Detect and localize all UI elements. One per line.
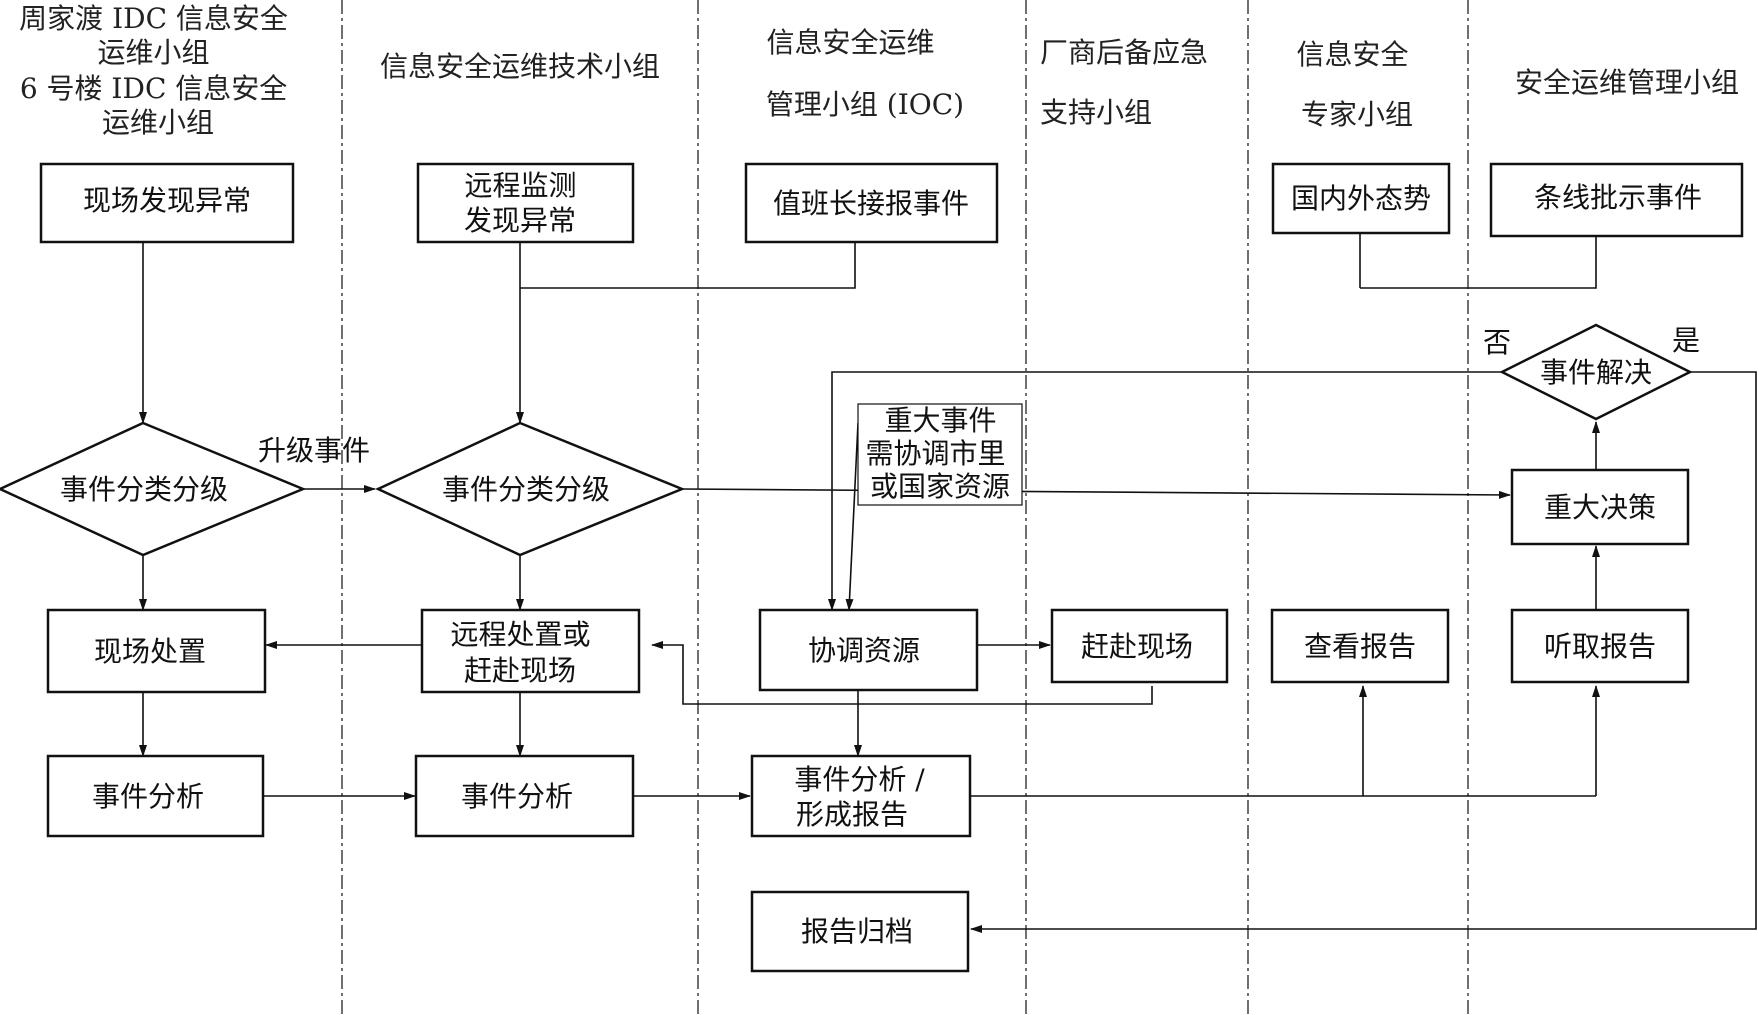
node-view-report-label: 查看报告	[1304, 630, 1416, 663]
node-onsite-detect: 现场发现异常	[39, 162, 295, 244]
arrow-note-to-coordinate	[845, 422, 859, 611]
node-remote-dispose-label: 远程处置或 赶赴现场	[451, 618, 600, 687]
node-situation: 国内外态势	[1271, 162, 1451, 235]
node-resolved: 事件解决	[1499, 323, 1693, 421]
arrow-not-resolved-to-coordinate	[828, 371, 1502, 611]
node-analysis-1: 事件分析	[46, 754, 265, 838]
node-remote-detect-label: 远程监测 发现异常	[464, 169, 585, 237]
node-coordinate-label: 协调资源	[808, 634, 920, 667]
node-hear-report-label: 听取报告	[1544, 630, 1656, 663]
node-situation-label: 国内外态势	[1291, 182, 1431, 215]
arrow-classify-to-major-decision	[681, 488, 1511, 499]
node-major-decision: 重大决策	[1510, 468, 1690, 546]
node-archive: 报告归档	[750, 890, 970, 973]
note-major-incident-text: 重大事件 需协调市里 或国家资源	[866, 404, 1015, 503]
lane-title-zhoujiadu: 周家渡 IDC 信息安全 运维小组 6 号楼 IDC 信息安全 运维小组	[19, 2, 297, 139]
node-view-report: 查看报告	[1270, 608, 1450, 684]
node-resolved-label: 事件解决	[1540, 356, 1652, 389]
node-analysis-2-label: 事件分析	[461, 780, 573, 813]
lane-title-vendor: 厂商后备应急 支持小组	[1040, 36, 1217, 129]
arrow-resolved-to-archive	[970, 371, 1757, 933]
lane-title-experts: 信息安全 专家小组	[1297, 38, 1418, 131]
node-rush-onsite-label: 赶赴现场	[1081, 630, 1193, 663]
lane-title-ioc: 信息安全运维 管理小组 (IOC)	[766, 26, 964, 121]
lane-title-management: 安全运维管理小组	[1515, 66, 1739, 99]
label-no: 否	[1483, 326, 1511, 359]
line-instruction-to-collector	[1360, 236, 1597, 289]
lane-titles: 周家渡 IDC 信息安全 运维小组 6 号楼 IDC 信息安全 运维小组 信息安…	[19, 2, 1739, 139]
node-major-decision-label: 重大决策	[1544, 491, 1656, 524]
node-classify-1: 事件分类分级	[0, 421, 307, 557]
node-line-instruction: 条线批示事件	[1489, 162, 1744, 238]
node-hear-report: 听取报告	[1510, 608, 1690, 684]
node-rush-onsite: 赶赴现场	[1050, 608, 1229, 684]
node-line-instruction-label: 条线批示事件	[1534, 181, 1702, 214]
node-coordinate: 协调资源	[758, 608, 979, 692]
label-yes: 是	[1672, 324, 1700, 357]
lane-title-tech-team: 信息安全运维技术小组	[380, 50, 660, 83]
note-major-incident: 重大事件 需协调市里 或国家资源	[857, 403, 1023, 506]
node-onsite-dispose: 现场处置	[46, 608, 267, 694]
node-classify-2-label: 事件分类分级	[442, 473, 610, 506]
connectors	[139, 233, 1757, 933]
node-duty-report-label: 值班长接报事件	[773, 187, 969, 220]
lane-dividers	[341, 0, 1469, 1015]
node-classify-2: 事件分类分级	[375, 421, 686, 557]
line-top-collector	[520, 242, 856, 289]
node-onsite-detect-label: 现场发现异常	[83, 184, 251, 217]
arrow-rush-to-remote-dispose	[651, 641, 1153, 705]
node-remote-detect: 远程监测 发现异常	[416, 162, 635, 244]
node-remote-dispose: 远程处置或 赶赴现场	[420, 608, 641, 694]
node-classify-1-label: 事件分类分级	[60, 473, 228, 506]
node-analysis-1-label: 事件分析	[92, 780, 204, 813]
node-archive-label: 报告归档	[801, 915, 913, 948]
node-analysis-3: 事件分析 / 形成报告	[750, 754, 972, 838]
node-onsite-dispose-label: 现场处置	[94, 635, 206, 668]
node-duty-report: 值班长接报事件	[744, 162, 999, 244]
node-analysis-3-label: 事件分析 / 形成报告	[794, 763, 933, 831]
label-escalate: 升级事件	[258, 434, 370, 467]
node-analysis-2: 事件分析	[414, 754, 635, 838]
